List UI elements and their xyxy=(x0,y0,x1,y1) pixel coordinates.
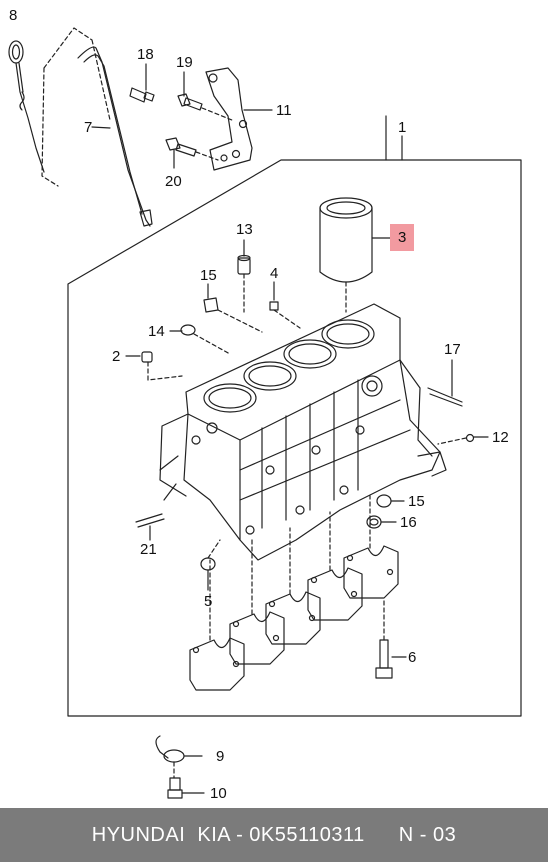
plug-5 xyxy=(200,539,221,591)
cylinder-liner xyxy=(319,197,391,313)
pin-13 xyxy=(237,254,251,313)
bolt-10 xyxy=(167,777,205,799)
part-number-label: HYUNDAI KIA - 0K55110311 xyxy=(91,823,365,846)
bearing-caps xyxy=(189,495,399,691)
footer-bar: HYUNDAI KIA - 0K55110311 N - 03 xyxy=(0,808,548,862)
callout-13: 13 xyxy=(236,221,253,238)
plug-4 xyxy=(269,301,301,329)
seal-15 xyxy=(376,494,405,508)
oil-dipstick xyxy=(8,40,45,173)
cap-bolt-6 xyxy=(375,597,407,679)
callout-19: 19 xyxy=(176,54,193,71)
cylinder-block xyxy=(159,303,447,561)
callout-20: 20 xyxy=(165,173,182,190)
page-label: N - 03 xyxy=(398,823,457,846)
plug-14 xyxy=(180,324,231,355)
plug-2 xyxy=(141,351,183,381)
dipstick-guide-tube xyxy=(77,46,153,227)
callout-14: 14 xyxy=(148,323,165,340)
callout-12: 12 xyxy=(492,429,509,446)
callout-3: 3 xyxy=(390,224,415,251)
callout-18: 18 xyxy=(137,46,154,63)
callout-16: 16 xyxy=(400,514,417,531)
stud-17 xyxy=(427,359,463,407)
callout-4: 4 xyxy=(270,265,279,282)
callout-6: 6 xyxy=(408,649,417,666)
callout-7: 7 xyxy=(84,119,93,136)
callout-8: 8 xyxy=(9,7,18,24)
callout-15-upper: 15 xyxy=(200,267,217,284)
bolt-19 xyxy=(177,71,233,121)
callout-9: 9 xyxy=(216,748,225,765)
plug-12 xyxy=(437,433,489,445)
bracket-11 xyxy=(205,67,273,171)
callout-17: 17 xyxy=(444,341,461,358)
bolt-20 xyxy=(165,137,219,169)
callout-10: 10 xyxy=(210,785,227,802)
stud-21 xyxy=(135,513,165,541)
assembly-frame xyxy=(67,159,522,717)
callout-2: 2 xyxy=(112,348,121,365)
callout-11: 11 xyxy=(276,102,292,119)
callout-1: 1 xyxy=(398,119,407,136)
bolt-18 xyxy=(129,63,155,103)
callout-5: 5 xyxy=(204,593,213,610)
callout-21: 21 xyxy=(140,541,157,558)
exploded-parts-diagram xyxy=(8,27,522,799)
seal-16 xyxy=(366,515,397,529)
callout-15-lower: 15 xyxy=(408,493,425,510)
oil-jet-9 xyxy=(155,735,203,779)
dowel-15 xyxy=(203,297,263,333)
